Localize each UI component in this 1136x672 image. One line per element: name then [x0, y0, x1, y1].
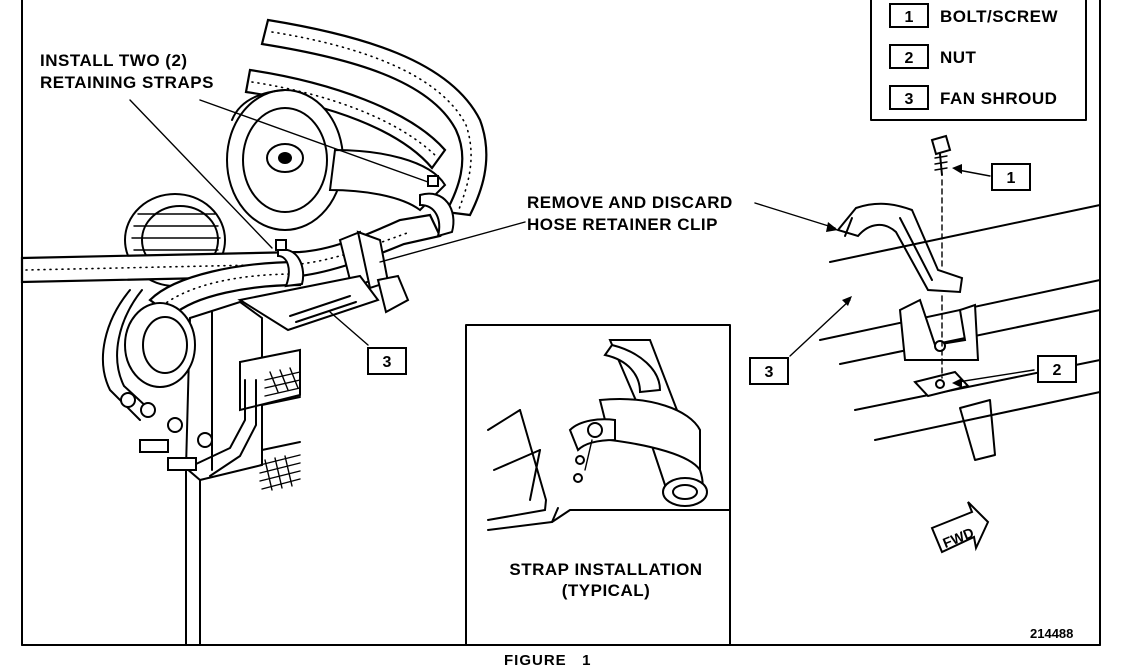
- remove-note-line1: REMOVE AND DISCARD: [527, 193, 733, 212]
- forward-direction-arrow: FWD: [930, 501, 990, 554]
- legend-item-fan-shroud: 3 FAN SHROUD: [889, 85, 1057, 110]
- remove-clip-note: REMOVE AND DISCARD HOSE RETAINER CLIP: [379, 193, 733, 263]
- hose-retainer-clip: [338, 230, 410, 314]
- install-straps-note: INSTALL TWO (2) RETAINING STRAPS: [40, 51, 429, 249]
- figure-caption: FIGURE 1: [504, 652, 592, 669]
- install-note-line1: INSTALL TWO (2): [40, 51, 188, 70]
- figure-id: 214488: [1030, 626, 1073, 641]
- exploded-view: 1 2 3: [749, 134, 1101, 461]
- legend-item-bolt: 1 BOLT/SCREW: [889, 3, 1058, 28]
- legend-item-nut: 2 NUT: [889, 44, 977, 69]
- engine-assembly-illustration: 3: [20, 18, 488, 646]
- legend: 1 BOLT/SCREW 2 NUT 3 FAN SHROUD: [870, 0, 1087, 121]
- legend-label: NUT: [940, 48, 977, 67]
- legend-num: 2: [905, 50, 914, 67]
- install-note-line2: RETAINING STRAPS: [40, 73, 214, 92]
- bolt-screw: [930, 134, 952, 271]
- callout-3-left: 3: [383, 354, 392, 371]
- page-frame: [21, 0, 1101, 646]
- fittings: [120, 379, 257, 477]
- retaining-strap-exploded: [836, 202, 964, 294]
- strap-installation-inset: STRAP INSTALLATION (TYPICAL): [465, 324, 731, 646]
- grille-hatch: [259, 367, 301, 491]
- callout-3-right: 3: [765, 364, 774, 381]
- pulley-upper: [226, 89, 344, 231]
- legend-label: FAN SHROUD: [940, 89, 1057, 108]
- inset-caption-line2: (TYPICAL): [562, 581, 651, 600]
- callout-1: 1: [1007, 170, 1016, 187]
- retaining-strap-1: [275, 239, 305, 288]
- legend-label: BOLT/SCREW: [940, 7, 1058, 26]
- legend-num: 3: [905, 91, 914, 108]
- remove-note-line2: HOSE RETAINER CLIP: [527, 215, 718, 234]
- legend-num: 1: [905, 9, 914, 26]
- callout-2: 2: [1053, 362, 1062, 379]
- retaining-strap-2: [419, 175, 455, 238]
- inset-caption-line1: STRAP INSTALLATION: [509, 560, 702, 579]
